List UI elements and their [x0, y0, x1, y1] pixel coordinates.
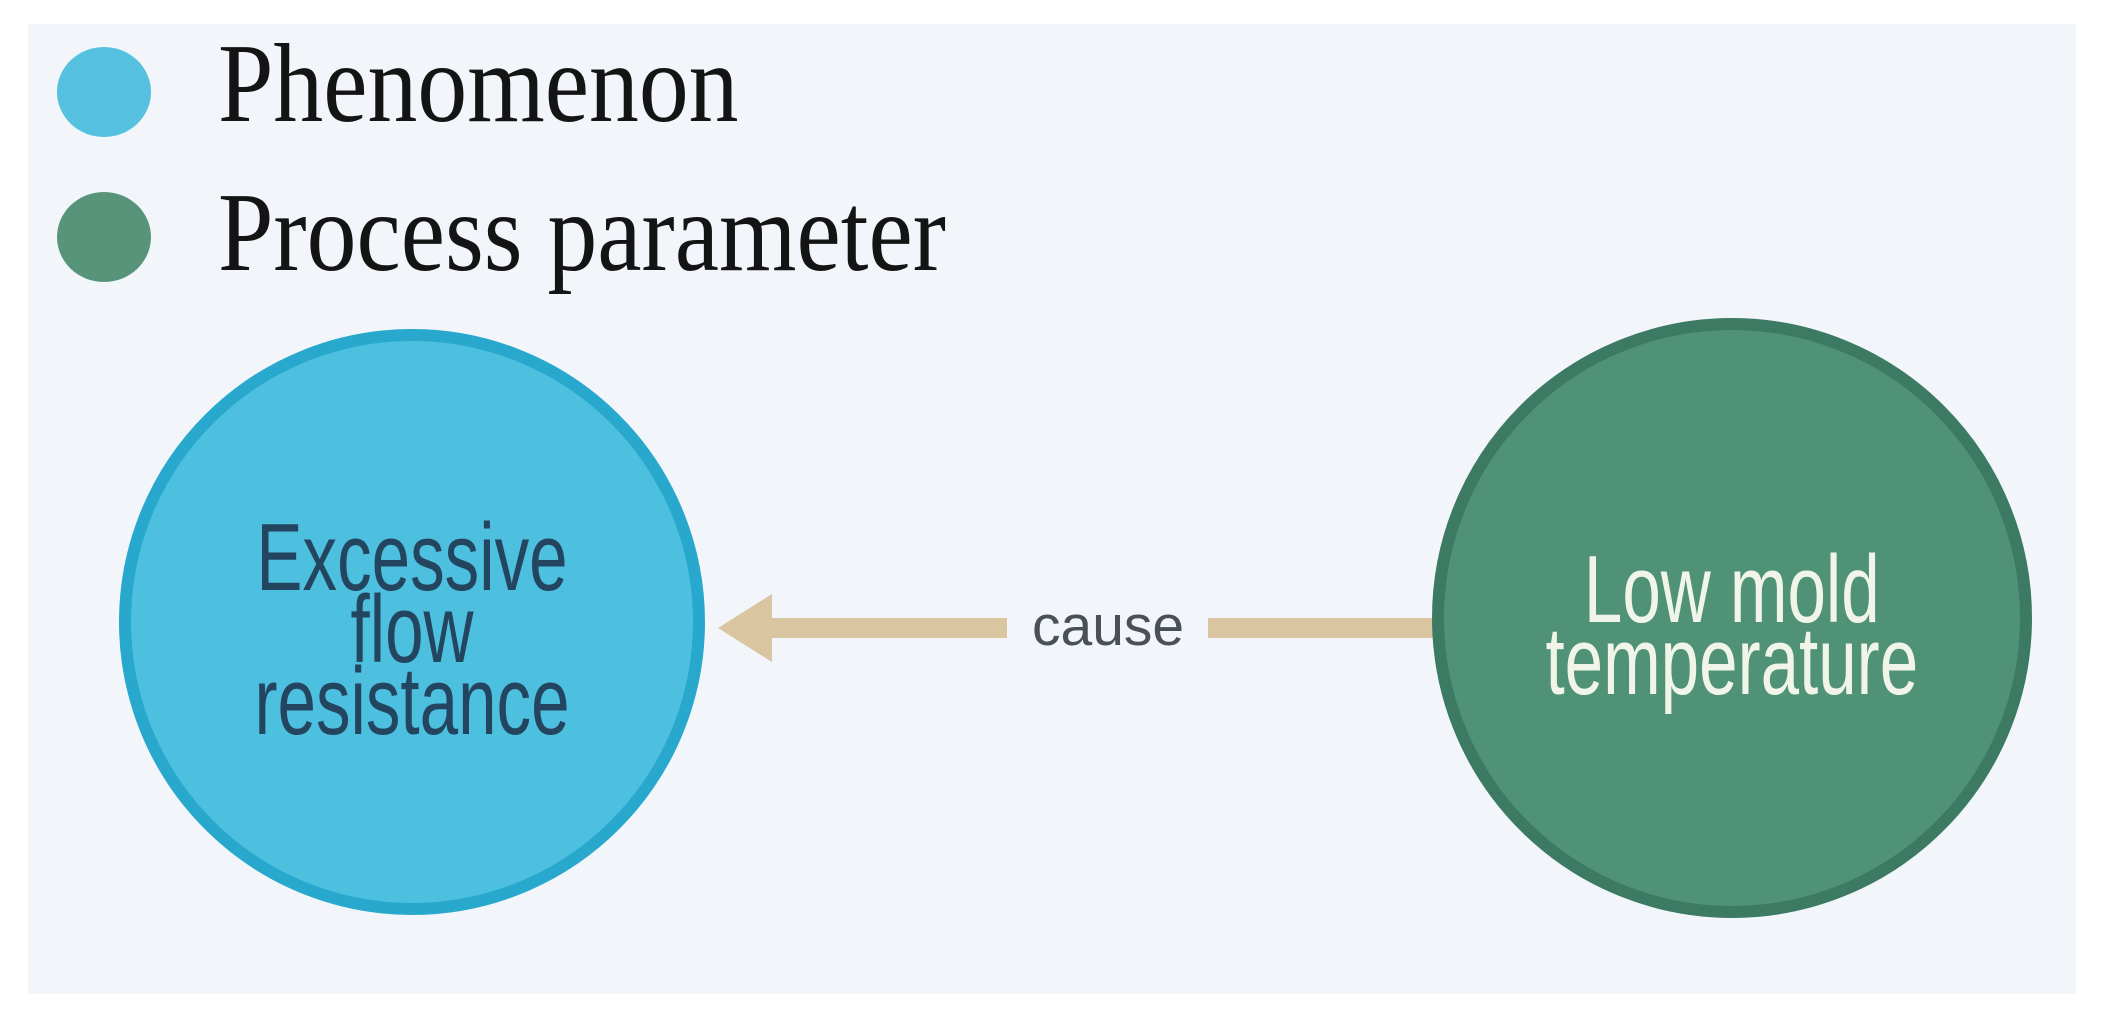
arrow-head-icon [718, 594, 772, 662]
edge-label-cause: cause [1032, 594, 1185, 658]
node-label-excessive-flow-resistance: Excessive flow resistance [254, 504, 570, 755]
figure-canvas: Phenomenon Process parameter cause Exces… [28, 24, 2076, 994]
legend-swatch-process-parameter [57, 192, 151, 282]
node-low-mold-temperature: Low mold temperature [1432, 318, 2032, 918]
legend-label-phenomenon: Phenomenon [218, 22, 739, 146]
legend-swatch-phenomenon [57, 47, 151, 137]
arrow-line-left [772, 618, 1007, 638]
arrow-line-right [1208, 618, 1443, 638]
node-excessive-flow-resistance: Excessive flow resistance [119, 329, 705, 915]
legend-label-process-parameter: Process parameter [218, 171, 946, 295]
node-label-low-mold-temperature: Low mold temperature [1545, 536, 1919, 715]
